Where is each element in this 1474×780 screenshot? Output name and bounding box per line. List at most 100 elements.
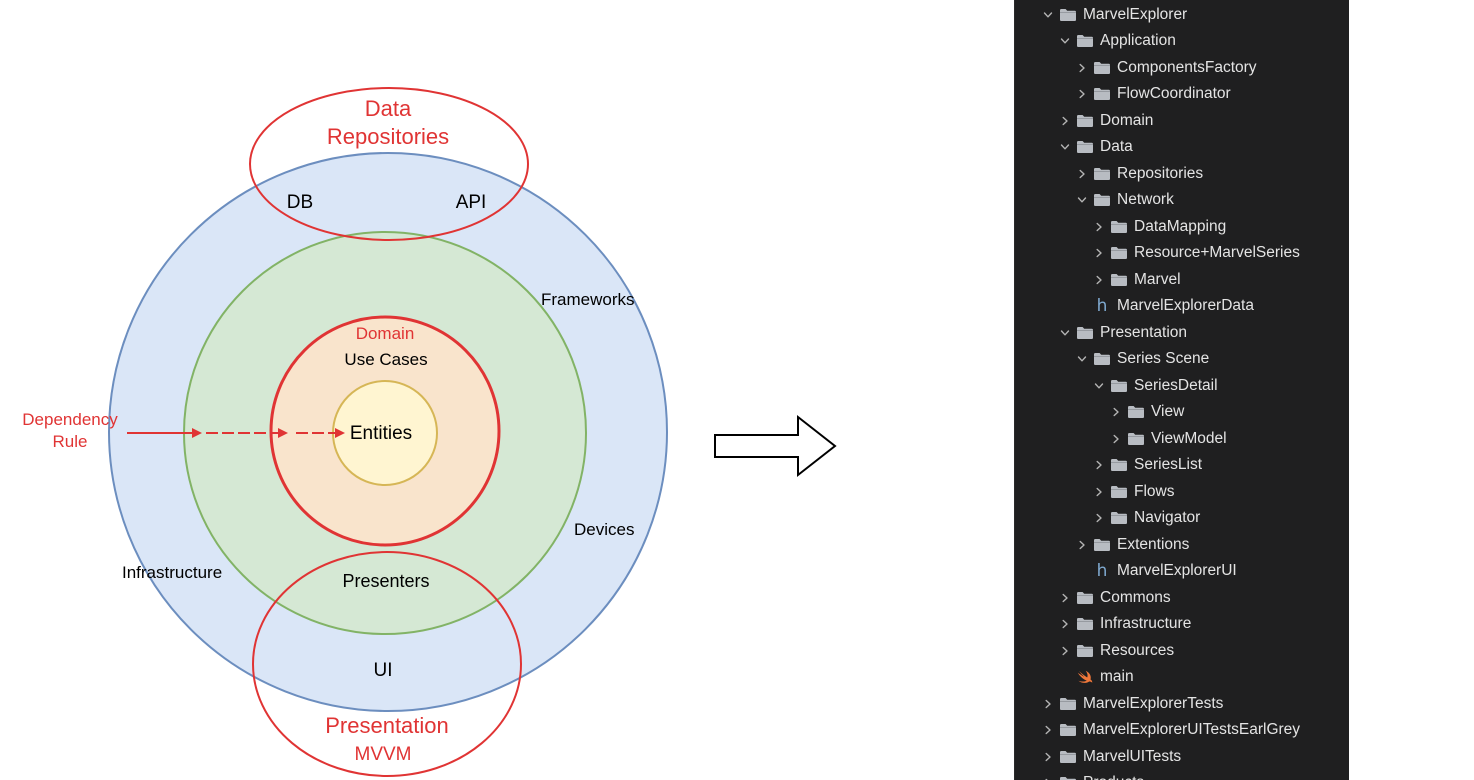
domain-label: Domain bbox=[356, 324, 415, 343]
chevron-right-icon[interactable] bbox=[1058, 644, 1072, 658]
folder-icon bbox=[1127, 432, 1145, 446]
tree-item[interactable]: Domain bbox=[1015, 108, 1349, 134]
chevron-right-icon[interactable] bbox=[1041, 776, 1055, 780]
chevron-right-icon[interactable] bbox=[1058, 617, 1072, 631]
folder-icon bbox=[1059, 723, 1077, 737]
chevron-down-icon[interactable] bbox=[1058, 326, 1072, 340]
tree-item[interactable]: Resource+MarvelSeries bbox=[1015, 240, 1349, 266]
chevron-down-icon[interactable] bbox=[1075, 352, 1089, 366]
devices-label: Devices bbox=[574, 520, 634, 539]
infrastructure-label: Infrastructure bbox=[122, 563, 222, 582]
tree-item[interactable]: Products bbox=[1015, 770, 1349, 780]
header-file-icon: h bbox=[1096, 296, 1108, 316]
folder-icon bbox=[1110, 485, 1128, 499]
folder-icon bbox=[1093, 61, 1111, 75]
tree-item-label: SeriesDetail bbox=[1134, 376, 1218, 394]
chevron-right-icon[interactable] bbox=[1041, 723, 1055, 737]
presenters-label: Presenters bbox=[342, 571, 429, 591]
chevron-right-icon[interactable] bbox=[1092, 511, 1106, 525]
tree-item[interactable]: ViewModel bbox=[1015, 426, 1349, 452]
chevron-right-icon[interactable] bbox=[1109, 432, 1123, 446]
chevron-right-icon[interactable] bbox=[1041, 750, 1055, 764]
tree-item[interactable]: Data bbox=[1015, 134, 1349, 160]
tree-item-label: Resources bbox=[1100, 641, 1175, 659]
chevron-down-icon[interactable] bbox=[1092, 379, 1106, 393]
chevron-right-icon[interactable] bbox=[1041, 697, 1055, 711]
folder-icon bbox=[1076, 140, 1094, 154]
chevron-right-icon[interactable] bbox=[1092, 220, 1106, 234]
tree-item-label: MarvelExplorerUI bbox=[1117, 562, 1237, 579]
chevron-right-icon[interactable] bbox=[1075, 167, 1089, 181]
chevron-spacer bbox=[1075, 564, 1089, 578]
tree-item[interactable]: MarvelExplorer bbox=[1015, 2, 1349, 28]
tree-item[interactable]: Flows bbox=[1015, 479, 1349, 505]
tree-item[interactable]: Infrastructure bbox=[1015, 611, 1349, 637]
data-repositories-ellipse bbox=[249, 87, 529, 241]
tree-item[interactable]: SeriesList bbox=[1015, 452, 1349, 478]
tree-item-label: Network bbox=[1117, 191, 1174, 208]
tree-item[interactable]: MarvelExplorerUITestsEarlGrey bbox=[1015, 717, 1349, 743]
tree-item[interactable]: Commons bbox=[1015, 585, 1349, 611]
clean-architecture-diagram: Data Repositories DB API Frameworks Doma… bbox=[22, 87, 837, 777]
folder-icon bbox=[1110, 246, 1128, 260]
folder-icon bbox=[1076, 326, 1094, 340]
chevron-right-icon[interactable] bbox=[1092, 246, 1106, 260]
tree-item[interactable]: MarvelUITests bbox=[1015, 744, 1349, 770]
tree-item[interactable]: View bbox=[1015, 399, 1349, 425]
dependency-label: Dependency bbox=[22, 410, 118, 429]
chevron-right-icon[interactable] bbox=[1058, 591, 1072, 605]
tree-item[interactable]: Navigator bbox=[1015, 505, 1349, 531]
chevron-right-icon[interactable] bbox=[1092, 458, 1106, 472]
chevron-right-icon[interactable] bbox=[1075, 87, 1089, 101]
chevron-right-icon[interactable] bbox=[1109, 405, 1123, 419]
chevron-down-icon[interactable] bbox=[1058, 140, 1072, 154]
chevron-right-icon[interactable] bbox=[1092, 273, 1106, 287]
tree-item[interactable]: Series Scene bbox=[1015, 346, 1349, 372]
tree-item[interactable]: SeriesDetail bbox=[1015, 373, 1349, 399]
use-cases-label: Use Cases bbox=[344, 350, 427, 369]
chevron-right-icon[interactable] bbox=[1092, 485, 1106, 499]
folder-icon bbox=[1076, 114, 1094, 128]
tree-item[interactable]: Application bbox=[1015, 28, 1349, 54]
chevron-right-icon[interactable] bbox=[1058, 114, 1072, 128]
chevron-right-icon[interactable] bbox=[1075, 538, 1089, 552]
tree-item-label: Data bbox=[1100, 138, 1133, 155]
tree-item[interactable]: MarvelExplorerTests bbox=[1015, 691, 1349, 717]
folder-icon bbox=[1059, 697, 1077, 711]
frameworks-label: Frameworks bbox=[541, 290, 635, 309]
tree-item[interactable]: ComponentsFactory bbox=[1015, 55, 1349, 81]
folder-icon bbox=[1076, 591, 1094, 605]
tree-item[interactable]: Network bbox=[1015, 187, 1349, 213]
repositories-label: Repositories bbox=[327, 124, 449, 149]
tree-item[interactable]: main bbox=[1015, 664, 1349, 690]
right-arrow-icon bbox=[714, 414, 837, 478]
rule-label: Rule bbox=[53, 432, 88, 451]
tree-item-label: Application bbox=[1100, 32, 1176, 49]
tree-item-label: MarvelExplorerUITestsEarlGrey bbox=[1083, 721, 1301, 738]
chevron-down-icon[interactable] bbox=[1041, 8, 1055, 22]
tree-item[interactable]: Presentation bbox=[1015, 320, 1349, 346]
tree-item-label: Products bbox=[1083, 774, 1144, 780]
tree-item[interactable]: Repositories bbox=[1015, 161, 1349, 187]
tree-item-label: FlowCoordinator bbox=[1117, 85, 1231, 102]
tree-item[interactable]: FlowCoordinator bbox=[1015, 81, 1349, 107]
chevron-right-icon[interactable] bbox=[1075, 61, 1089, 75]
tree-item[interactable]: DataMapping bbox=[1015, 214, 1349, 240]
tree-item-label: View bbox=[1151, 403, 1185, 420]
swift-file-icon bbox=[1076, 670, 1094, 684]
tree-item-label: ViewModel bbox=[1151, 429, 1227, 447]
tree-item[interactable]: Extentions bbox=[1015, 532, 1349, 558]
tree-item-label: Commons bbox=[1100, 588, 1171, 606]
folder-icon bbox=[1093, 87, 1111, 101]
chevron-spacer bbox=[1058, 670, 1072, 684]
folder-icon bbox=[1093, 167, 1111, 181]
tree-item[interactable]: Marvel bbox=[1015, 267, 1349, 293]
folder-icon bbox=[1076, 617, 1094, 631]
chevron-down-icon[interactable] bbox=[1058, 34, 1072, 48]
chevron-down-icon[interactable] bbox=[1075, 193, 1089, 207]
tree-item-label: main bbox=[1100, 668, 1134, 685]
folder-icon bbox=[1093, 538, 1111, 552]
tree-item[interactable]: Resources bbox=[1015, 638, 1349, 664]
